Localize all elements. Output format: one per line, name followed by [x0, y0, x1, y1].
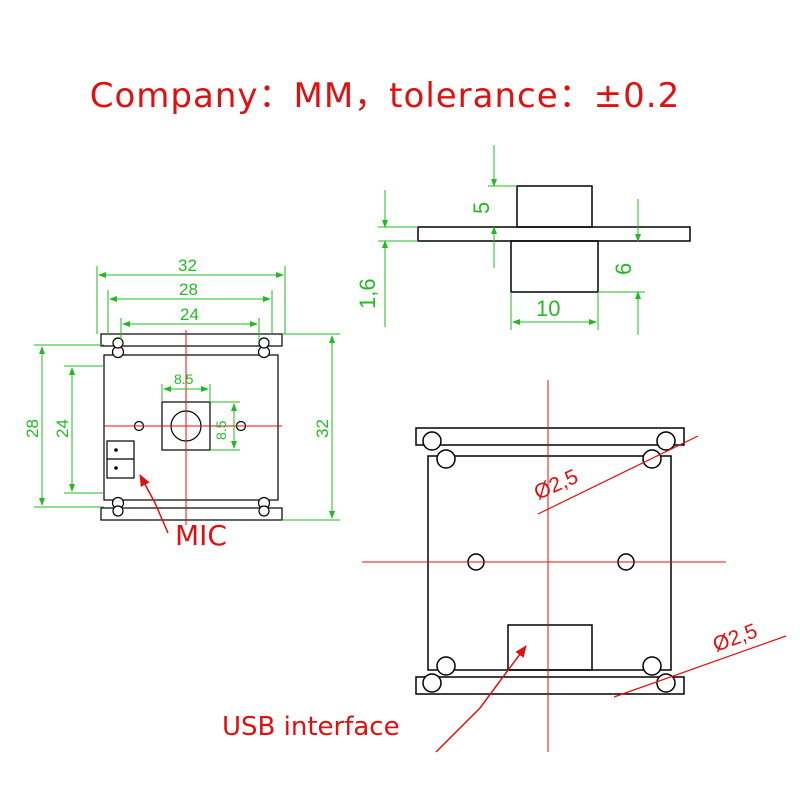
side-view: 1,6 5 6 10: [355, 145, 691, 335]
dim-top-height: 5: [469, 202, 494, 214]
dim-lens-width: 8.5: [174, 371, 194, 387]
dim-bottom-width: 10: [536, 296, 560, 321]
large-view: Ø2,5 Ø2,5 USB interface: [222, 380, 787, 753]
mic-leader-line: [139, 474, 169, 534]
mic-label: MIC: [175, 519, 227, 552]
dim-width-32: 32: [178, 256, 197, 275]
dim-width-24: 24: [180, 305, 199, 324]
dim-height-32: 32: [313, 419, 332, 438]
dim-right-height: 6: [611, 263, 636, 275]
hole-top-dim: Ø2,5: [531, 465, 582, 505]
hole-bottom-leader: [613, 635, 787, 698]
side-board: [417, 226, 691, 242]
dim-width-28: 28: [179, 280, 198, 299]
spec-title: Company：MM，tolerance：±0.2: [89, 76, 681, 116]
front-bottom-strip: [100, 507, 283, 521]
hole-top-leader: [537, 435, 699, 515]
usb-leader-line: [435, 645, 527, 753]
usb-connector: [507, 624, 593, 671]
front-board: [103, 354, 279, 501]
large-bottom-strip: [415, 676, 685, 695]
large-top-strip: [415, 427, 685, 446]
dim-height-24: 24: [53, 419, 72, 438]
dim-thickness: 1,6: [355, 278, 380, 309]
front-top-strip: [100, 333, 283, 347]
hole-bottom-dim: Ø2,5: [710, 620, 761, 657]
side-top-block: [516, 185, 593, 228]
dim-lens-height: 8.5: [213, 420, 229, 440]
usb-label: USB interface: [222, 712, 400, 742]
front-view: 32 28 24 28 24 32 8.5 8.5 MIC: [23, 256, 340, 552]
side-bottom-block: [510, 240, 599, 293]
dim-height-28: 28: [23, 419, 42, 438]
